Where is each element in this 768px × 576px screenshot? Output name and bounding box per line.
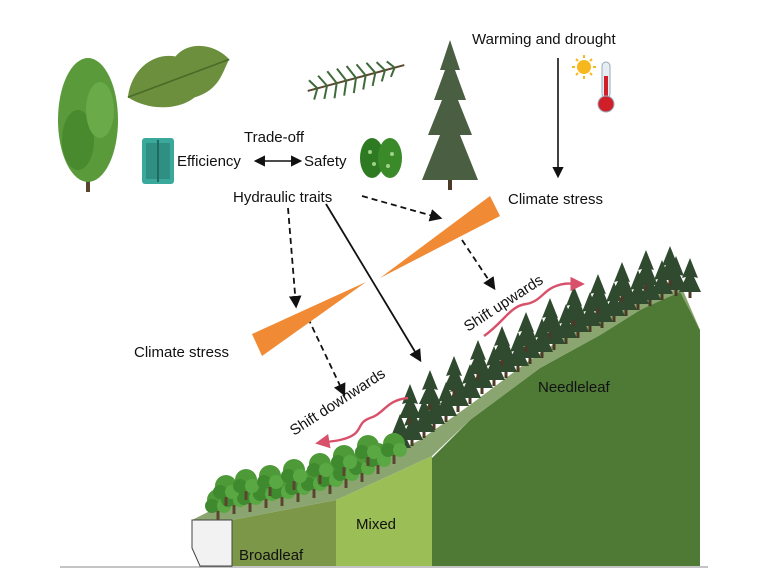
shift-upwards-label: Shift upwards xyxy=(461,272,546,336)
climate-stress-wedge-upper xyxy=(380,196,500,278)
wedge-dashed-arrow-down xyxy=(307,317,346,397)
conifer-tree xyxy=(467,340,489,380)
hydraulic-traits-label: Hydraulic traits xyxy=(233,189,332,206)
pit-membrane-icon xyxy=(360,138,402,178)
mixed-label: Mixed xyxy=(356,516,396,533)
mixed-zone xyxy=(336,456,432,566)
broadleaf-zone xyxy=(232,500,336,566)
trade-off-label: Trade-off xyxy=(244,129,305,146)
shift-downwards-arrow xyxy=(315,396,409,449)
conifer-tree xyxy=(635,250,657,290)
safety-label: Safety xyxy=(304,153,347,170)
shift-upwards-arrow xyxy=(483,276,585,337)
efficiency-label: Efficiency xyxy=(177,153,241,170)
thermometer-icon xyxy=(597,61,615,113)
arrows xyxy=(253,58,585,449)
conifer-tree xyxy=(443,356,465,396)
conifer-branch-icon xyxy=(307,60,405,100)
conifer-tree xyxy=(419,370,441,410)
conifer-tree xyxy=(491,326,513,366)
wedge-dashed-arrow-up xyxy=(461,239,496,291)
conifer-tree xyxy=(515,312,537,352)
hydraulic-dashed-arrow-right xyxy=(361,195,443,222)
slope-surface xyxy=(192,288,700,520)
climate-stress-label-right: Climate stress xyxy=(508,191,603,208)
conifer-tree xyxy=(399,384,421,424)
hydraulic-dashed-arrow-left xyxy=(287,207,302,309)
broadleaf-tree-icon xyxy=(58,58,118,192)
conifer-tree xyxy=(611,262,633,302)
needleleaf-label: Needleleaf xyxy=(538,379,611,396)
warming-drought-label: Warming and drought xyxy=(472,31,617,48)
sun-icon xyxy=(572,55,596,79)
conifer-tree xyxy=(679,258,701,298)
oak-leaf-icon xyxy=(127,45,230,108)
needleleaf-zone xyxy=(432,290,700,566)
hydraulic-solid-arrow xyxy=(325,203,422,363)
xylem-vessel-icon xyxy=(142,138,174,184)
conifer-tree-icon xyxy=(422,40,478,190)
climate-stress-label-left: Climate stress xyxy=(134,344,229,361)
conifer-tree xyxy=(539,298,561,338)
mountain-landscape xyxy=(60,288,708,568)
broadleaf-label: Broadleaf xyxy=(239,547,304,564)
terrain-block-face xyxy=(191,519,233,567)
shift-downwards-label: Shift downwards xyxy=(287,365,389,439)
climate-stress-wedge-lower xyxy=(252,282,366,356)
